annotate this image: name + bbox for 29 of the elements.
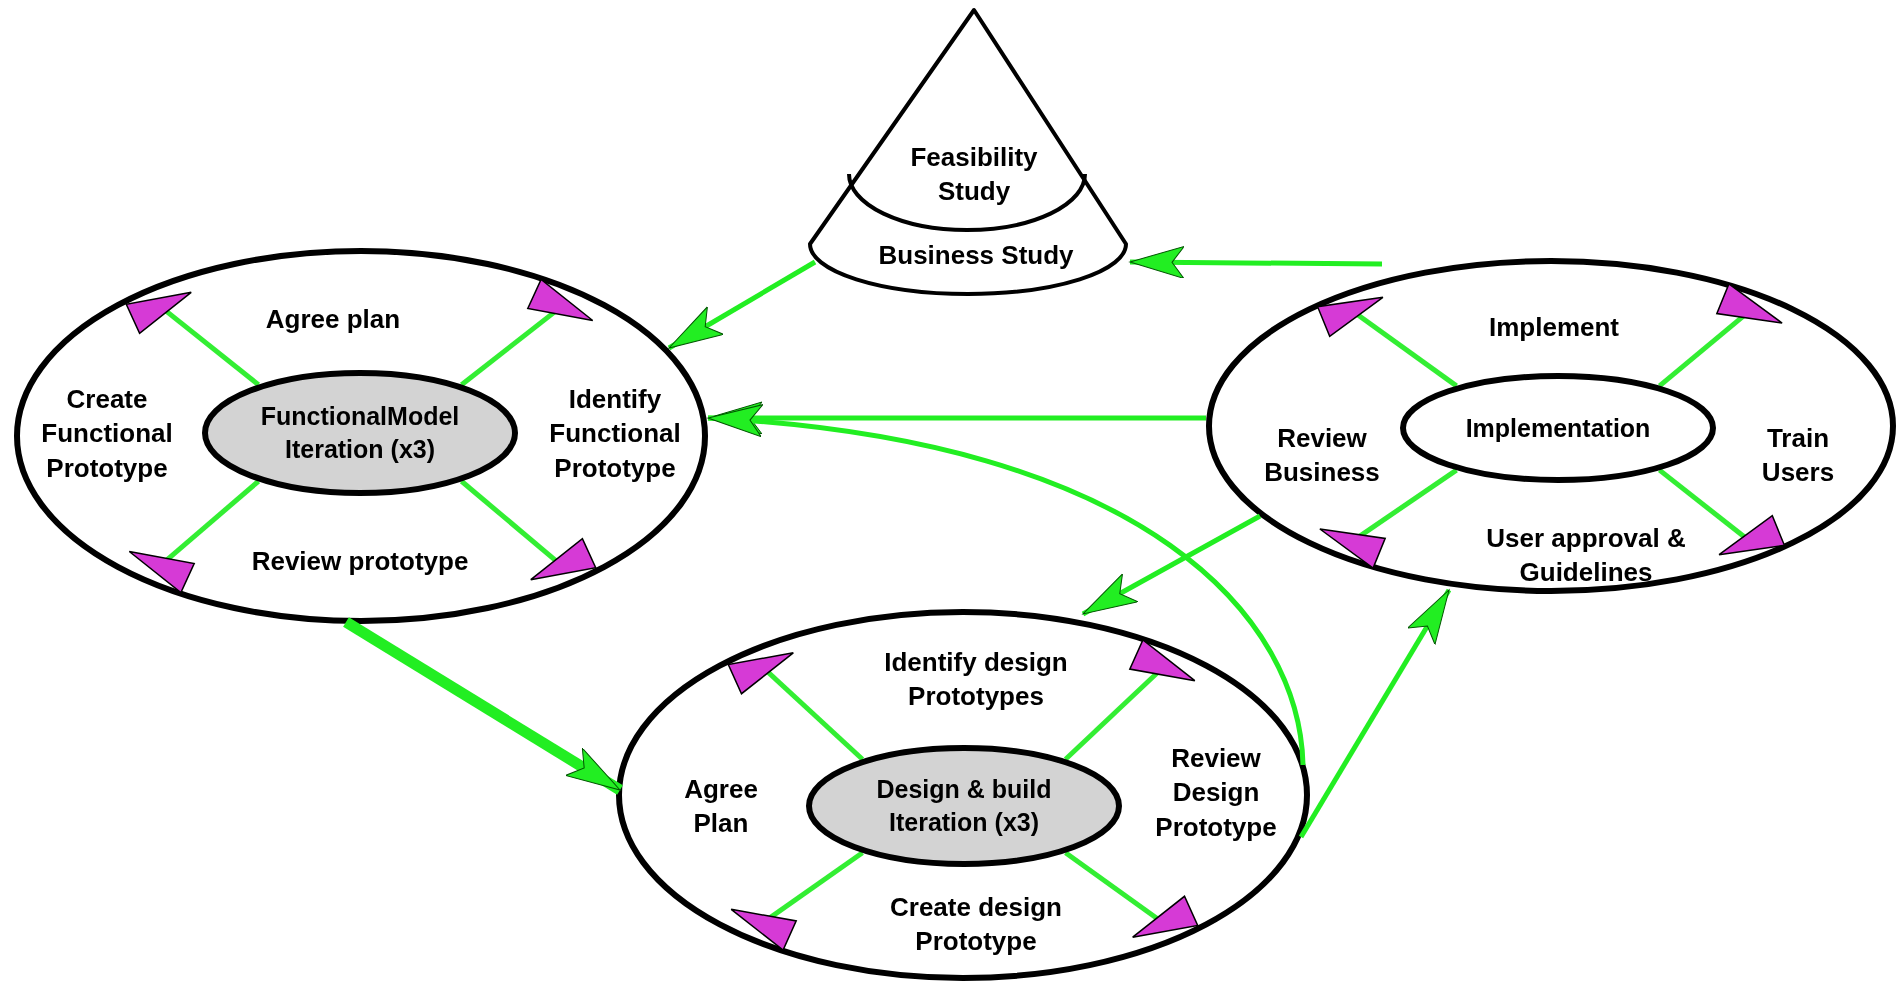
node-label: Review Design Prototype [1154,741,1278,844]
inner-ellipse [1400,373,1716,483]
node-label: Train Users [1760,421,1836,489]
node-label: Agree plan [264,302,402,336]
node-label: User approval & Guidelines [1486,521,1686,589]
node-label: Create Functional Prototype [40,382,174,485]
arrow [343,617,623,795]
node-label: Identify Functional Prototype [548,382,682,485]
arrow [1129,245,1382,279]
node-label: FunctionalModel Iteration (x3) [259,401,461,465]
arrow [1081,513,1262,617]
node-label: Review prototype [250,544,470,578]
phase-ellipse [616,609,1310,981]
node-label: Create design Prototype [889,890,1063,958]
node-label: Implementation [1464,412,1652,444]
phase-ellipse [14,248,708,624]
node-label: Agree Plan [683,772,759,840]
inner-ellipse [806,745,1122,867]
arrow [1298,588,1452,839]
node-label: Design & build Iteration (x3) [875,774,1053,838]
node-label: Identify design Prototypes [883,645,1069,713]
node-label: Review Business [1263,421,1381,489]
arrow [667,259,817,351]
node-label: Business Study [877,238,1075,272]
phase-ellipse [1206,258,1896,594]
arrow [707,406,1306,766]
node-label: Implement [1488,310,1620,344]
inner-ellipse [202,370,518,496]
node-label: Feasibility Study [909,140,1039,208]
